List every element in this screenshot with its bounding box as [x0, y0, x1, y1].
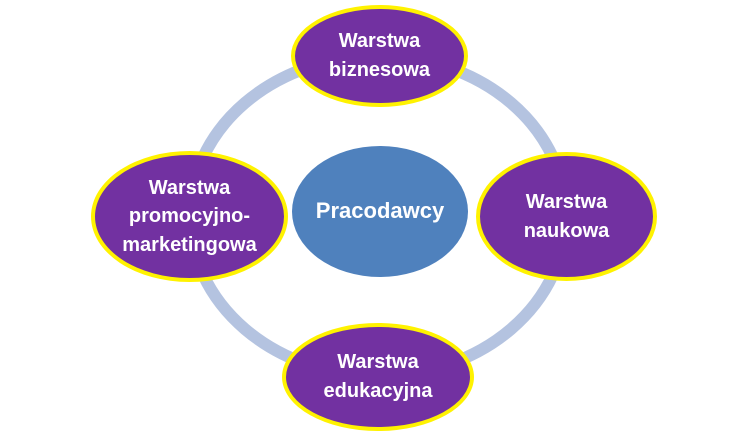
node-warstwa-naukowa[interactable]: Warstwa naukowa [476, 152, 657, 281]
node-warstwa-edukacyjna[interactable]: Warstwa edukacyjna [282, 323, 474, 431]
node-warstwa-naukowa-label: Warstwa naukowa [523, 190, 610, 242]
node-warstwa-biznesowa[interactable]: Warstwa biznesowa [291, 5, 468, 107]
node-warstwa-promocyjno-marketingowa[interactable]: Warstwa promocyjno- marketingowa [91, 151, 288, 282]
node-warstwa-edukacyjna-label: Warstwa edukacyjna [323, 351, 433, 402]
node-warstwa-biznesowa-label: Warstwa biznesowa [328, 30, 431, 81]
node-pracodawcy[interactable]: Pracodawcy [292, 146, 468, 277]
node-pracodawcy-label: Pracodawcy [315, 198, 445, 224]
node-warstwa-promocyjno-marketingowa-label: Warstwa promocyjno- marketingowa [122, 176, 257, 256]
